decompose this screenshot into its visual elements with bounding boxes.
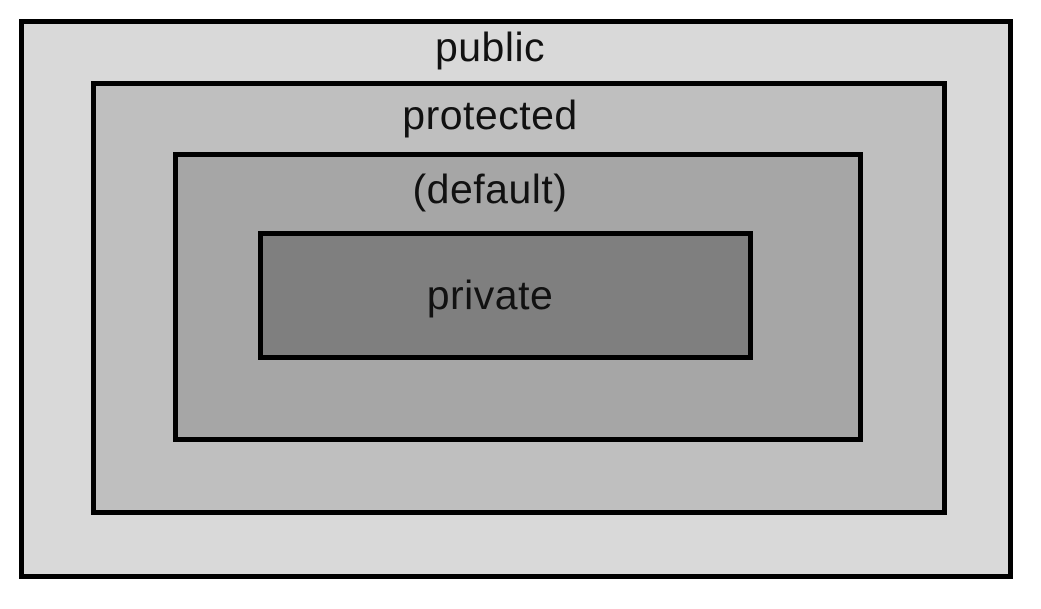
scope-box-default: (default) private <box>173 152 863 442</box>
scope-box-private: private <box>258 231 753 360</box>
scope-box-public: public protected (default) private <box>19 19 1013 579</box>
scope-label-default: (default) <box>412 166 568 212</box>
scope-label-protected: protected <box>402 92 578 138</box>
scope-box-protected: protected (default) private <box>91 81 947 515</box>
scope-label-private: private <box>426 272 554 318</box>
scope-label-public: public <box>434 24 546 70</box>
